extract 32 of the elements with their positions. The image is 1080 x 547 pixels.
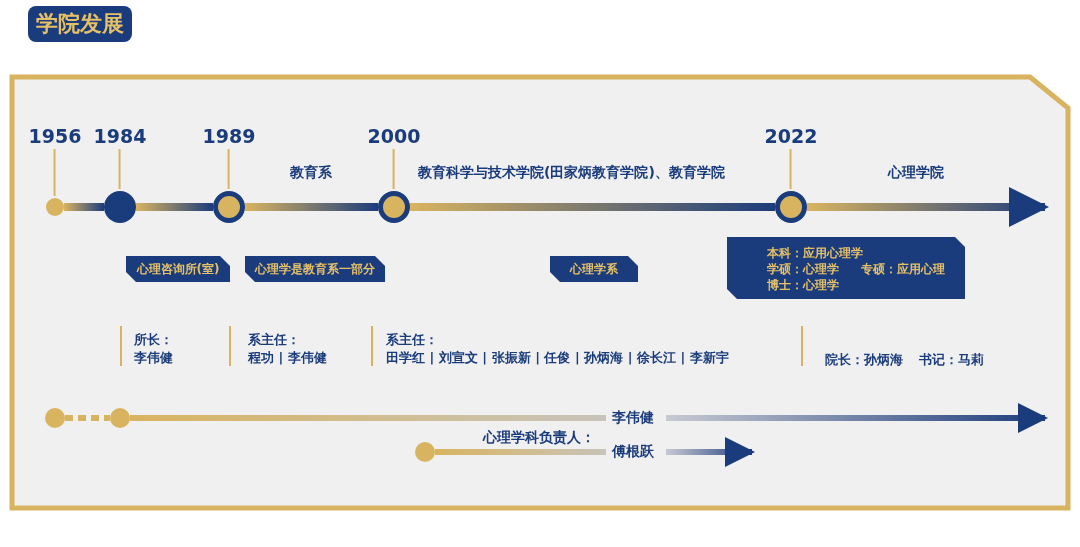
staff-text: 书记：马莉 <box>919 351 984 369</box>
staff-text: 田学红 | 刘宣文 | 张振新 | 任俊 | 孙炳海 | 徐长江 | 李新宇 <box>386 349 729 367</box>
arrow <box>666 437 755 467</box>
period-label: 心理学院 <box>888 164 944 182</box>
timeline-line <box>136 203 213 211</box>
staff-text: 系主任： <box>386 331 438 349</box>
timeline-line <box>410 203 775 211</box>
timeline-line <box>64 203 104 211</box>
staff-text: 程功 | 李伟健 <box>248 349 327 367</box>
degree-text: 本科：应用心理学 <box>767 245 863 261</box>
person-name: 李伟健 <box>612 409 654 427</box>
staff-text: 李伟健 <box>134 349 173 367</box>
label-tag: 心理学是教育系一部分 <box>245 256 385 282</box>
period-label: 教育系 <box>290 164 332 182</box>
timeline-line <box>130 415 606 421</box>
degree-text: 专硕：应用心理 <box>861 261 945 277</box>
label-tag: 心理学系 <box>550 256 638 282</box>
role-label: 心理学科负责人： <box>483 429 595 447</box>
label-tag: 心理咨询所(室) <box>126 256 230 282</box>
staff-text: 所长： <box>134 331 173 349</box>
timeline-line <box>65 415 110 421</box>
degree-text: 学硕：心理学 <box>767 261 839 277</box>
info-panel <box>727 237 965 299</box>
timeline-line <box>245 203 378 211</box>
arrow <box>666 403 1048 433</box>
staff-text: 院长：孙炳海 <box>825 351 903 369</box>
person-name: 傅根跃 <box>612 443 654 461</box>
arrow <box>807 187 1049 227</box>
staff-text: 系主任： <box>248 331 300 349</box>
degree-text: 博士：心理学 <box>767 277 839 293</box>
timeline-line <box>435 449 606 455</box>
title-badge: 学院发展 <box>28 6 132 42</box>
